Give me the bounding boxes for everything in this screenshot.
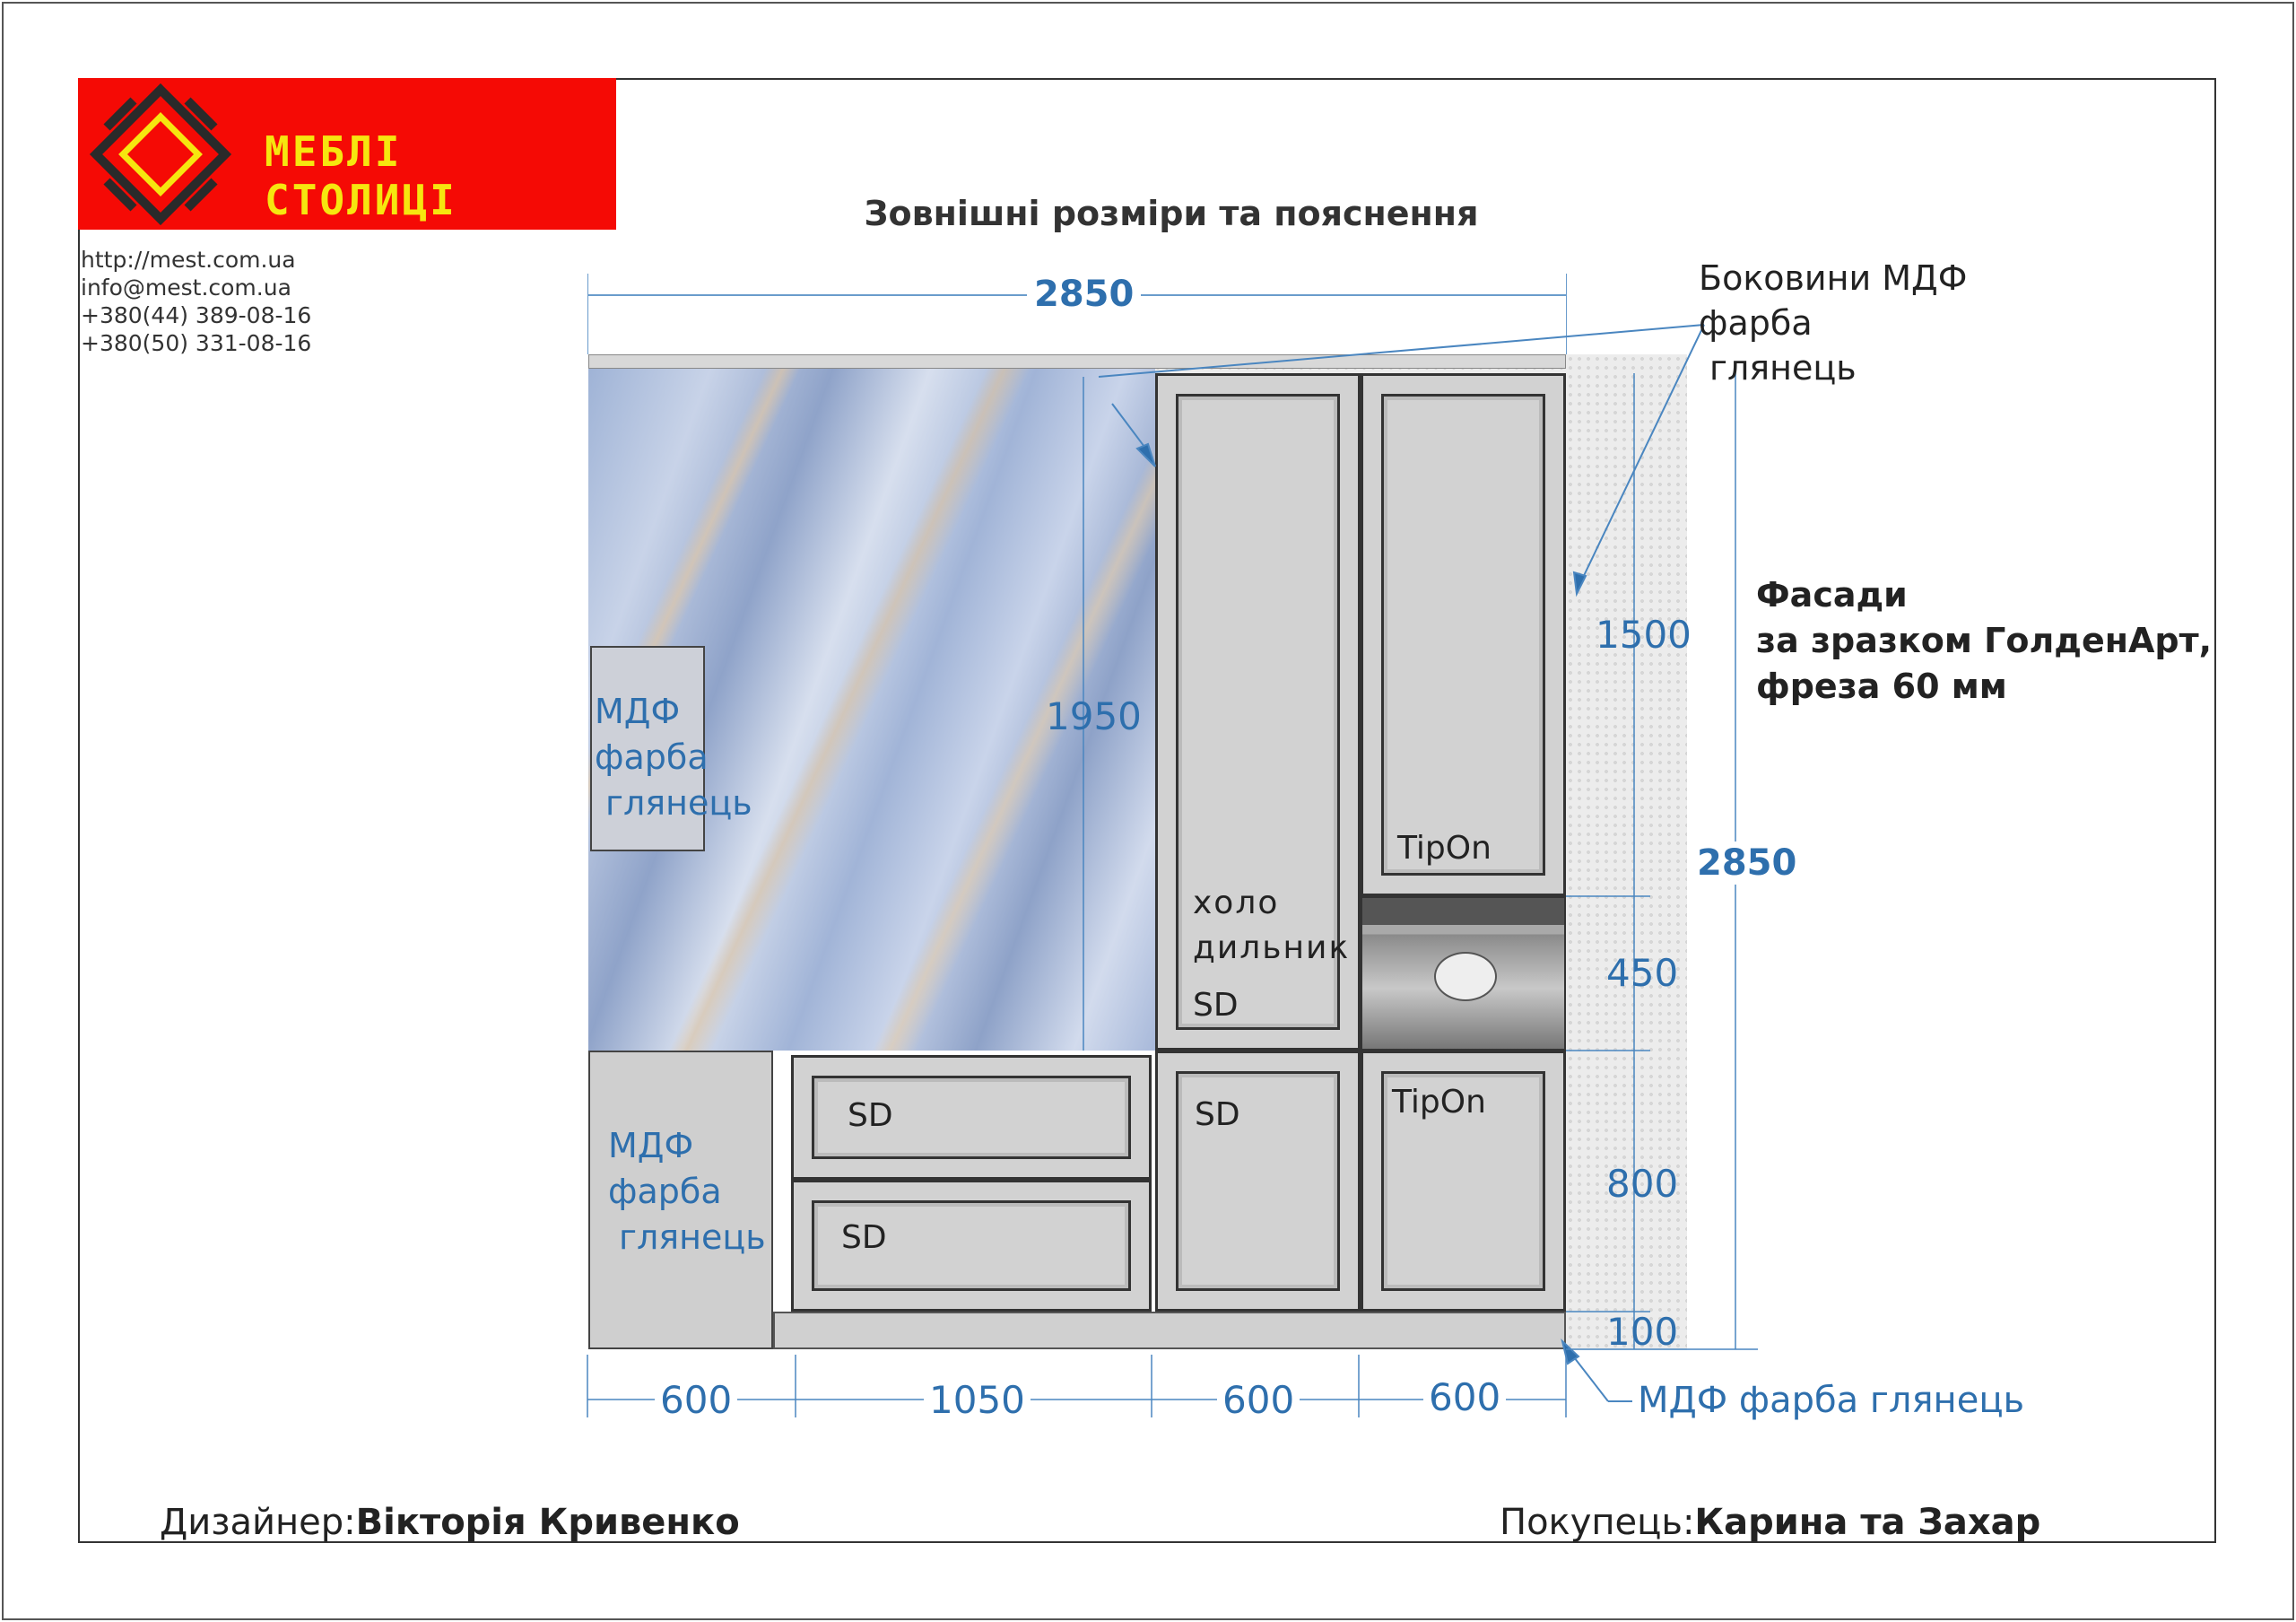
wall-right xyxy=(1566,354,1687,1350)
built-in-oven xyxy=(1361,896,1566,1051)
tall-cabinet-door xyxy=(1361,373,1566,896)
contact-info: http://mest.com.ua info@mest.com.ua +380… xyxy=(81,246,311,357)
client-name: Карина та Захар xyxy=(1694,1502,2041,1543)
facades-note-line: за зразком ГолденАрт, xyxy=(1756,621,2213,660)
dim-ext xyxy=(1566,274,1567,354)
dim-lower: 800 xyxy=(1606,1162,1679,1206)
fridge-sd-label: SD xyxy=(1193,987,1239,1024)
dim-top-width: 2850 xyxy=(1027,276,1142,312)
bottom-mdf-note: МДФ фарба глянець xyxy=(1638,1378,2025,1424)
drawer-2-sd-label: SD xyxy=(841,1219,887,1256)
dim-oven: 450 xyxy=(1606,951,1679,995)
lower-door-2 xyxy=(1361,1051,1566,1312)
drawer-1 xyxy=(791,1055,1152,1180)
dim-w1: 600 xyxy=(655,1382,738,1419)
plinth xyxy=(773,1312,1566,1349)
sides-note-line: Боковини МДФ xyxy=(1699,258,1968,298)
mdf-label-lower: МДФ фарба глянець xyxy=(608,1123,766,1260)
sides-note: Боковини МДФ фарба глянець xyxy=(1699,256,1967,390)
designer-credit: Дизайнер:Вікторія Кривенко xyxy=(160,1502,740,1543)
fridge-door xyxy=(1155,373,1361,1051)
mdf-label-line: МДФ xyxy=(595,692,681,731)
dim-total-height: 2850 xyxy=(1693,842,1801,885)
drawing-frame xyxy=(78,78,2216,1543)
company-logo: МЕБЛІ СТОЛИЦІ xyxy=(78,78,616,230)
phone-2: +380(50) 331-08-16 xyxy=(81,330,312,356)
drawer-2 xyxy=(791,1180,1152,1312)
page-title: Зовнішні розміри та пояснення xyxy=(864,194,1479,233)
tipon-upper-label: TipOn xyxy=(1397,830,1492,867)
fridge-label-line: холо xyxy=(1193,885,1280,921)
facades-note: Фасади за зразком ГолденАрт, фреза 60 мм xyxy=(1756,572,2212,710)
tipon-lower-label: TipOn xyxy=(1392,1084,1486,1121)
phone-1: +380(44) 389-08-16 xyxy=(81,302,312,328)
facades-note-line: Фасади xyxy=(1756,575,1908,615)
dim-plinth: 100 xyxy=(1606,1310,1679,1354)
facades-note-line: фреза 60 мм xyxy=(1756,667,2007,706)
lower-side-panel xyxy=(588,1051,773,1349)
mdf-label-line: фарба xyxy=(595,737,709,777)
sides-note-line: глянець xyxy=(1709,348,1857,388)
client-credit: Покупець:Карина та Захар xyxy=(1500,1502,2040,1543)
email-link[interactable]: info@mest.com.ua xyxy=(81,275,291,301)
mdf-label-line: глянець xyxy=(619,1217,766,1257)
oven-window xyxy=(1434,952,1497,1001)
mdf-label-line: МДФ xyxy=(608,1126,694,1165)
designer-name: Вікторія Кривенко xyxy=(355,1502,740,1543)
designer-label: Дизайнер: xyxy=(160,1502,356,1543)
dim-tall-height: 1950 xyxy=(1046,694,1142,738)
mdf-label-line: глянець xyxy=(605,783,752,823)
mdf-side-panel xyxy=(590,646,705,851)
lower-door-1 xyxy=(1155,1051,1361,1312)
dim-w4: 600 xyxy=(1423,1379,1507,1417)
fridge-label: холо дильник xyxy=(1193,881,1350,971)
logo-diamond-icon xyxy=(89,83,232,226)
lower-door-sd-label: SD xyxy=(1195,1096,1240,1133)
sides-note-line: фарба xyxy=(1699,303,1813,343)
fridge-label-line: дильник xyxy=(1193,929,1351,966)
drawer-1-sd-label: SD xyxy=(848,1097,893,1134)
mdf-label-line: фарба xyxy=(608,1172,722,1211)
website-link[interactable]: http://mest.com.ua xyxy=(81,247,296,273)
client-label: Покупець: xyxy=(1500,1502,1695,1543)
dim-w3: 600 xyxy=(1217,1382,1300,1419)
brand-name: МЕБЛІ СТОЛИЦІ xyxy=(265,127,457,224)
dim-ext xyxy=(587,274,588,354)
dim-upper: 1500 xyxy=(1596,613,1692,657)
mdf-label-upper: МДФ фарба глянець xyxy=(595,689,752,826)
dim-w2: 1050 xyxy=(924,1382,1031,1419)
